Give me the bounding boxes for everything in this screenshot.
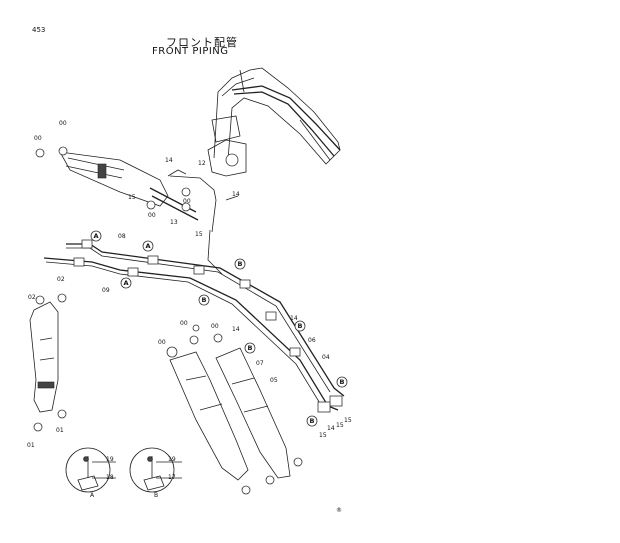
part-labels: 00 00 14 12 14 15 00 13 00 15 08 09 02 0…: [27, 120, 352, 514]
marker-b: B: [306, 415, 318, 427]
svg-text:B: B: [310, 417, 315, 425]
part-label: 15: [344, 417, 352, 424]
circle-markers: A A A B B B B B B: [90, 230, 348, 427]
detail-views: [65, 447, 182, 493]
marker-b: B: [234, 258, 246, 270]
svg-text:B: B: [248, 344, 253, 352]
page-title-japanese: フロント配管: [166, 36, 238, 49]
part-label: 01: [27, 442, 35, 449]
part-label: 02: [57, 276, 65, 283]
part-label: 15: [128, 194, 136, 201]
part-label: 15: [319, 432, 327, 439]
part-label: 05: [270, 377, 278, 384]
part-label: 19: [106, 456, 114, 463]
part-label: 15: [195, 231, 203, 238]
svg-text:B: B: [340, 378, 345, 386]
svg-text:A: A: [93, 232, 98, 240]
part-label: 00: [158, 339, 166, 346]
part-label: 14: [232, 191, 240, 198]
part-label: 00: [180, 320, 188, 327]
svg-text:A: A: [123, 279, 128, 287]
part-label: 00: [59, 120, 67, 127]
part-label: 07: [256, 360, 264, 367]
part-label: 06: [308, 337, 316, 344]
part-label: 14: [232, 326, 240, 333]
svg-text:B: B: [298, 322, 303, 330]
detail-caption-a: A: [90, 492, 95, 499]
center-cylinders: [166, 324, 303, 495]
marker-b: B: [198, 294, 210, 306]
part-label: 17: [168, 474, 176, 481]
part-label: 00: [34, 135, 42, 142]
svg-text:B: B: [238, 260, 243, 268]
svg-text:A: A: [145, 242, 150, 250]
part-label: 00: [183, 198, 191, 205]
part-label: 14: [290, 315, 298, 322]
page-title: FRONT PIPING: [152, 46, 229, 57]
part-label: 14: [327, 425, 335, 432]
marker-b: B: [294, 320, 306, 332]
part-label: 02: [28, 294, 36, 301]
part-label: 09: [102, 287, 110, 294]
part-label: 19: [168, 456, 176, 463]
part-label: 00: [148, 212, 156, 219]
marker-a: A: [142, 240, 154, 252]
svg-text:B: B: [202, 296, 207, 304]
marker-b: B: [336, 376, 348, 388]
page-number: 453: [32, 26, 46, 34]
part-label: 08: [118, 233, 126, 240]
part-label: 00: [211, 323, 219, 330]
part-label: 04: [322, 354, 330, 361]
part-label: 18: [106, 474, 114, 481]
marker-b: B: [244, 342, 256, 354]
part-label: 15: [336, 422, 344, 429]
marker-a: A: [120, 277, 132, 289]
part-label: 01: [56, 427, 64, 434]
marker-a: A: [90, 230, 102, 242]
part-label: 14: [165, 157, 173, 164]
upper-hose-assembly: [35, 146, 217, 221]
part-label: 13: [170, 219, 178, 226]
registered-mark: ®: [336, 507, 342, 514]
boom-illustration: [207, 67, 341, 177]
detail-caption-b: B: [154, 492, 158, 499]
bolt-icon: [83, 456, 153, 462]
long-pipes: [43, 195, 345, 413]
left-cylinder: [29, 293, 67, 432]
part-label: 12: [198, 160, 206, 167]
